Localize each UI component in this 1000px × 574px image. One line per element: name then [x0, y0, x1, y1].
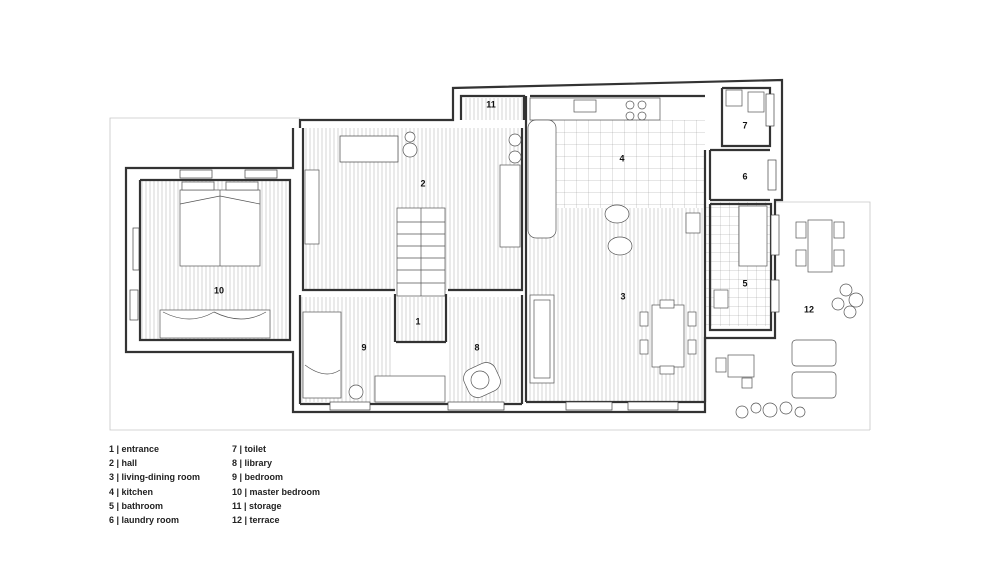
room-label-5: 5 — [742, 278, 747, 288]
room-4-floor — [530, 120, 705, 208]
single-bed — [302, 311, 342, 399]
legend-item: 12 | terrace — [232, 515, 280, 526]
legend-item: 9 | bedroom — [232, 472, 284, 483]
floor-fills — [140, 98, 771, 402]
legend-item: 11 | storage — [232, 500, 282, 511]
furniture — [159, 89, 864, 419]
terrace-table — [807, 219, 833, 273]
room-11-floor — [463, 98, 523, 120]
legend-item: 4 | kitchen — [109, 486, 154, 497]
legend-item: 5 | bathroom — [109, 500, 164, 511]
wardrobe — [159, 309, 271, 339]
room-1-floor — [396, 297, 444, 342]
walls — [124, 78, 784, 414]
room-label-4: 4 — [619, 153, 624, 163]
room-label-6: 6 — [742, 171, 747, 181]
room-label-12: 12 — [804, 304, 814, 314]
room-label-10: 10 — [214, 285, 224, 295]
room-label-8: 8 — [474, 342, 479, 352]
room-label-11: 11 — [486, 99, 496, 109]
site-boundary — [109, 117, 871, 431]
room-label-7: 7 — [742, 120, 747, 130]
legend-item: 2 | hall — [109, 458, 138, 469]
room-label-1: 1 — [415, 316, 420, 326]
bathtub — [738, 205, 768, 267]
room-label-9: 9 — [361, 342, 366, 352]
legend-column-1: 1 | entrance 2 | hall 3 | living-dining … — [109, 442, 200, 527]
windows — [129, 93, 780, 411]
room-labels: 1 2 3 4 5 6 7 8 9 10 11 12 — [214, 99, 814, 352]
legend-item: 6 | laundry room — [109, 515, 180, 526]
legend-item: 8 | library — [232, 458, 273, 469]
legend-column-2: 7 | toilet 8 | library 9 | bedroom 10 | … — [232, 442, 320, 527]
legend-item: 1 | entrance — [109, 444, 160, 454]
sun-lounger — [791, 339, 837, 367]
room-label-3: 3 — [620, 291, 625, 301]
room-label-2: 2 — [420, 178, 425, 188]
legend-item: 7 | toilet — [232, 444, 267, 454]
staircase — [396, 207, 446, 297]
legend-item: 3 | living-dining room — [109, 472, 201, 483]
dining-table — [651, 304, 685, 368]
legend-item: 10 | master bedroom — [232, 486, 321, 497]
